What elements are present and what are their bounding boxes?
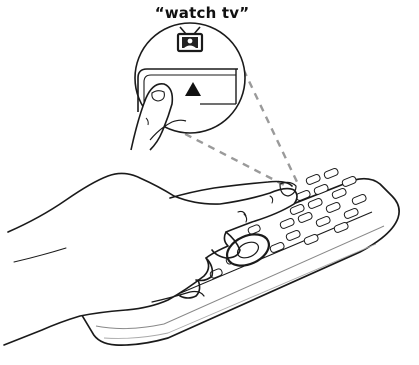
magnifier bbox=[131, 23, 245, 150]
